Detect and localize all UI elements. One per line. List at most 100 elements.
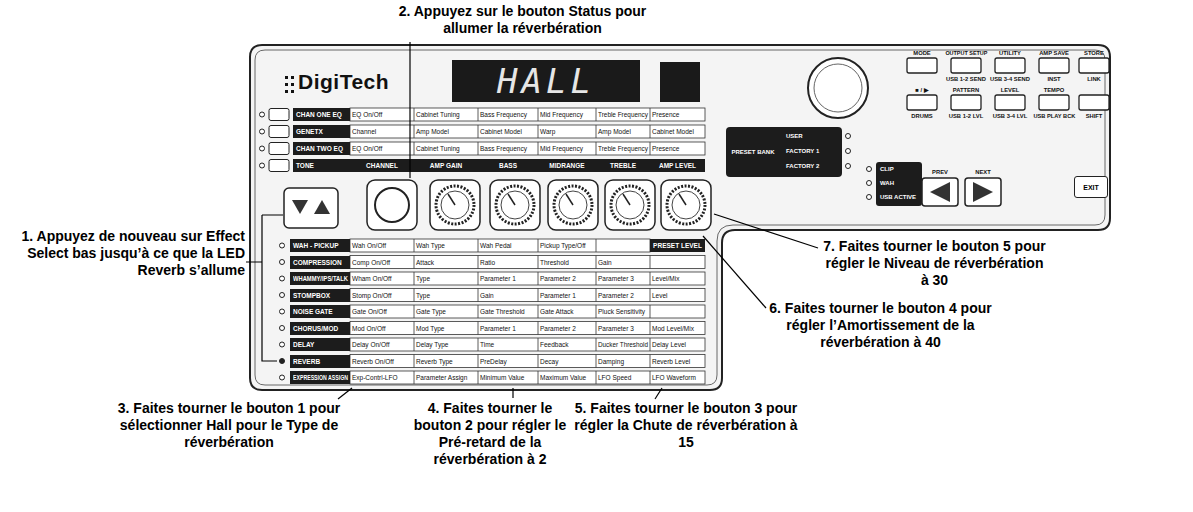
callout-text: 2. Appuyez sur le bouton Status pour all… bbox=[399, 3, 647, 36]
button-label-box: NEXT bbox=[963, 168, 1003, 176]
status-leds bbox=[846, 134, 872, 200]
cell-divider bbox=[414, 108, 415, 121]
leader-lines bbox=[246, 42, 818, 399]
next-button bbox=[965, 178, 1001, 206]
parameter-label: Cabinet Model bbox=[480, 125, 522, 138]
knob-label: BASS bbox=[499, 159, 517, 172]
prev-arrow bbox=[930, 182, 950, 202]
leader-line bbox=[655, 388, 662, 399]
indicator-label: FACTORY 2 bbox=[786, 161, 819, 172]
parameter-label: Treble Frequency bbox=[598, 108, 648, 121]
cell-divider bbox=[650, 355, 651, 368]
parameter-label-box: Channel bbox=[350, 125, 414, 138]
cell-divider bbox=[478, 125, 479, 138]
knob-cap bbox=[616, 191, 644, 219]
button-label: USB 3-4 SEND bbox=[990, 75, 1030, 83]
cell-divider bbox=[650, 338, 651, 351]
parameter-label: Wah Pedal bbox=[480, 239, 512, 252]
knob-pointer bbox=[566, 194, 573, 205]
button-label: STORE bbox=[1084, 49, 1104, 57]
parameter-label-box: Delay On/Off bbox=[350, 338, 414, 351]
cell-divider bbox=[650, 108, 651, 121]
parameter-label-box: Mid Frequency bbox=[538, 142, 596, 155]
knob-label-box: AMP GAIN bbox=[414, 159, 478, 172]
callout-text-box: 3. Faites tourner le bouton 1 pour sélec… bbox=[115, 400, 343, 451]
parameter-label-box: Stomp On/Off bbox=[350, 289, 414, 302]
parameter-label-box: Cabinet Tuning bbox=[414, 108, 478, 121]
parameter-label-box: Reverb Type bbox=[414, 355, 478, 368]
parameter-label: Cabinet Tuning bbox=[416, 142, 460, 155]
parameter-label: Attack bbox=[416, 256, 434, 269]
parameter-label: Decay bbox=[540, 355, 558, 368]
parameter-label: Parameter Assign bbox=[416, 371, 467, 384]
parameter-label-box: Level bbox=[650, 289, 705, 302]
effect-led bbox=[280, 326, 285, 331]
button-label-box: USB 3-4 SEND bbox=[988, 75, 1032, 83]
callout-text-box: 6. Faites tourner le bouton 4 pour régle… bbox=[768, 300, 993, 351]
node-text: CHAN TWO EQ bbox=[296, 145, 343, 152]
knob-knurl bbox=[554, 186, 592, 224]
parameter-label: Damping bbox=[598, 355, 624, 368]
parameter-label: Parameter 1 bbox=[540, 289, 576, 302]
parameter-label: Gain bbox=[598, 256, 612, 269]
row-led bbox=[260, 129, 265, 134]
row-header: REVERB bbox=[290, 355, 350, 368]
parameter-label-box: PreDelay bbox=[478, 355, 538, 368]
parameter-label: Parameter 1 bbox=[480, 272, 516, 285]
parameter-label: Parameter 2 bbox=[598, 289, 634, 302]
button-label-box: ■ / ▶ bbox=[900, 86, 944, 94]
param-row bbox=[350, 239, 650, 252]
parameter-label: Exp-Contrl-LFO bbox=[352, 371, 398, 384]
parameter-label-box: Level/Mix bbox=[650, 272, 705, 285]
row-button bbox=[269, 109, 289, 121]
parameter-label: Delay Type bbox=[416, 338, 448, 351]
parameter-label-box: Presence bbox=[650, 142, 705, 155]
indicator-label: FACTORY 1 bbox=[786, 146, 819, 157]
cell-divider bbox=[650, 272, 651, 285]
button-label: USB 1-2 SEND bbox=[946, 75, 986, 83]
parameter-label-box: Gain bbox=[478, 289, 538, 302]
cell-divider bbox=[596, 125, 597, 138]
parameter-label-box: Pluck Sensitivity bbox=[596, 305, 650, 318]
row-header: TONE bbox=[293, 159, 350, 172]
indicator-label-box: USB ACTIVE bbox=[880, 192, 920, 203]
cell-divider bbox=[596, 108, 597, 121]
cell-divider bbox=[478, 239, 479, 252]
parameter-label-box: Cabinet Tuning bbox=[414, 142, 478, 155]
parameter-label-box: Reverb Level bbox=[650, 355, 705, 368]
cell-divider bbox=[538, 142, 539, 155]
knob-label-box: AMP LEVEL bbox=[650, 159, 705, 172]
parameter-label: Maximum Value bbox=[540, 371, 586, 384]
row-button bbox=[269, 126, 289, 138]
node-text: WAH - PICKUP bbox=[293, 242, 339, 249]
parameter-label: Threshold bbox=[540, 256, 569, 269]
button-label-box: MODE bbox=[900, 49, 944, 57]
cell-divider bbox=[538, 355, 539, 368]
cell-divider bbox=[596, 371, 597, 384]
param-row bbox=[350, 338, 705, 351]
panel-button bbox=[951, 95, 981, 110]
prev-button bbox=[922, 178, 958, 206]
cell-divider bbox=[650, 256, 651, 269]
node-text: REVERB bbox=[293, 358, 320, 365]
parameter-label: Gate Type bbox=[416, 305, 446, 318]
parameter-label-box: Parameter 2 bbox=[596, 289, 650, 302]
parameter-label: Amp Model bbox=[598, 125, 631, 138]
cell-divider bbox=[414, 142, 415, 155]
button-label: USB PLAY BCK bbox=[1033, 112, 1075, 120]
parameter-label-box: Maximum Value bbox=[538, 371, 596, 384]
param-row bbox=[350, 289, 705, 302]
parameter-label: Delay On/Off bbox=[352, 338, 389, 351]
indicator-label-box: WAH bbox=[880, 178, 920, 189]
cell-divider bbox=[478, 289, 479, 302]
callout-text-box: 5. Faites tourner le bouton 3 pour régle… bbox=[570, 400, 802, 451]
knob-cap bbox=[559, 191, 587, 219]
node-text: COMPRESSION bbox=[293, 259, 342, 266]
next-arrow bbox=[973, 182, 993, 202]
knob-label-box: CHANNEL bbox=[350, 159, 414, 172]
param-row bbox=[350, 108, 705, 121]
indicator-label-box: PRESET BANK bbox=[729, 147, 777, 158]
parameter-label-box: Warp bbox=[538, 125, 596, 138]
parameter-label: Pluck Sensitivity bbox=[598, 305, 645, 318]
effect-led bbox=[280, 243, 285, 248]
